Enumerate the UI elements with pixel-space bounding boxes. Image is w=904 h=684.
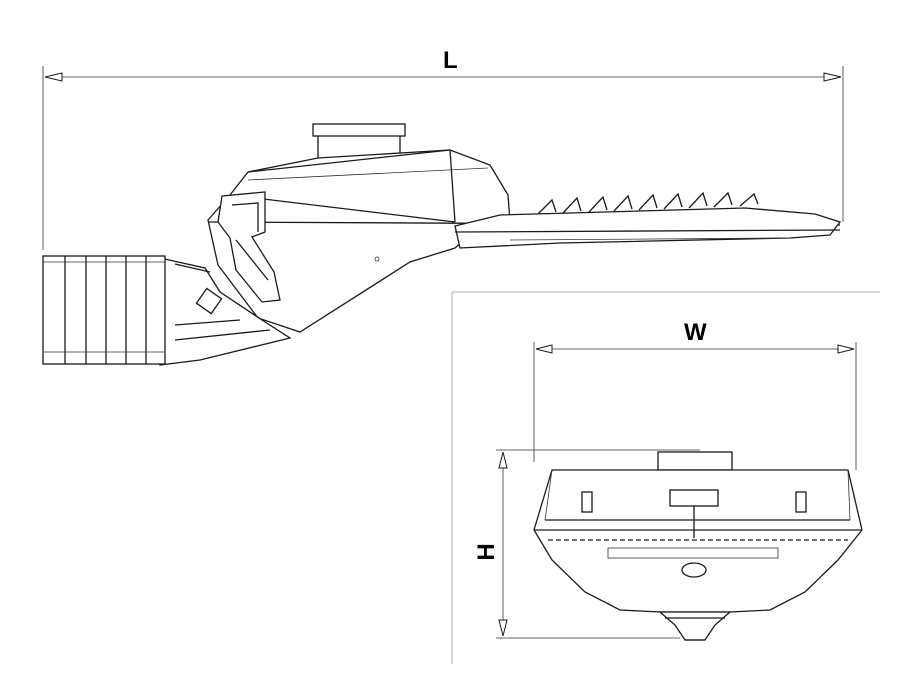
- width-dimension: W: [533, 319, 857, 470]
- front-view: W H: [451, 291, 880, 664]
- height-label: H: [473, 543, 500, 560]
- heatsink-arm: [454, 191, 842, 249]
- pole-clamp: [42, 255, 166, 365]
- length-label: L: [443, 47, 458, 74]
- height-dimension: H: [473, 449, 700, 639]
- width-label: W: [684, 319, 707, 346]
- side-view: L: [42, 47, 844, 366]
- mounting-neck: [159, 257, 292, 366]
- length-dimension: L: [42, 47, 844, 250]
- front-body: [533, 469, 863, 613]
- front-bottom-mount: [658, 611, 732, 641]
- top-cap: [312, 123, 406, 158]
- heatsink-fins: [537, 191, 759, 215]
- front-bracket: [217, 191, 281, 303]
- front-top-cap: [657, 451, 733, 471]
